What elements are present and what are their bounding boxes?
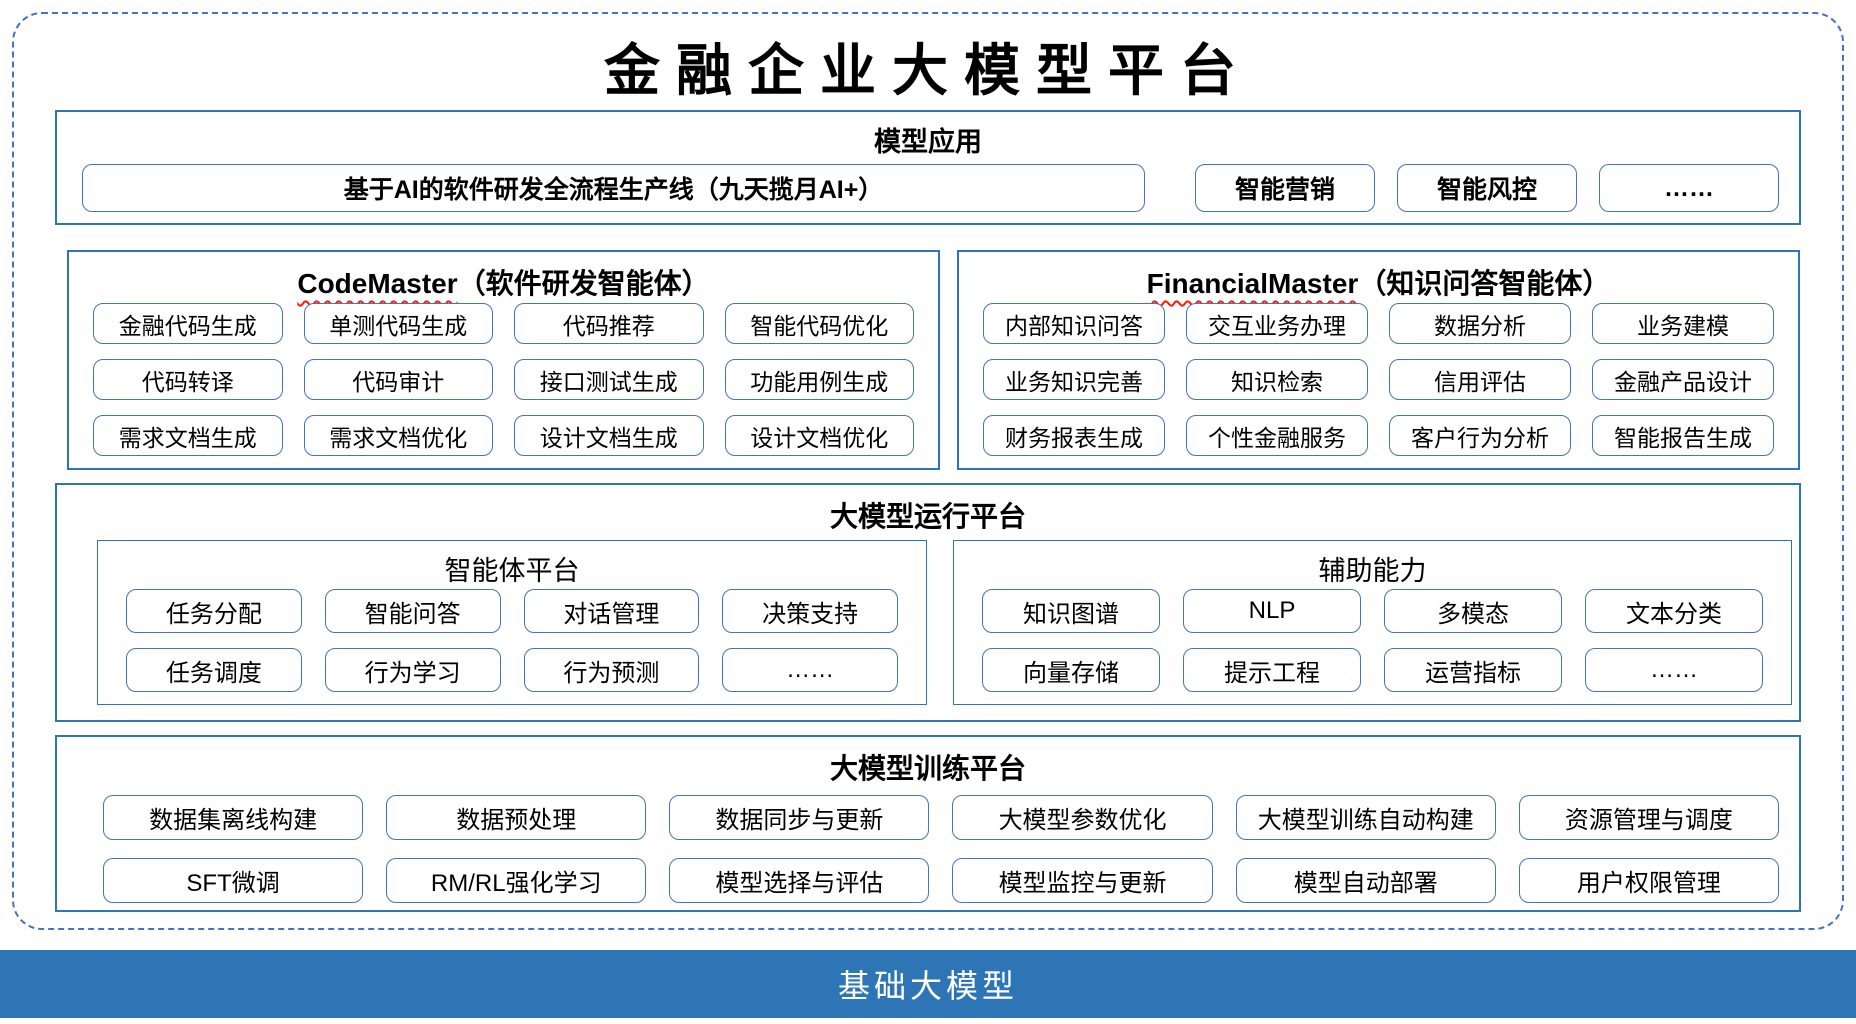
node-button: 数据分析 [1389,303,1571,344]
node-button: 用户权限管理 [1518,858,1779,903]
codemaster-subtitle: （软件研发智能体） [457,268,710,299]
node-button: 智能报告生成 [1592,415,1774,456]
node-button: 金融代码生成 [93,303,283,344]
node-button: 模型选择与评估 [669,858,930,903]
financialmaster-subtitle: （知识问答智能体） [1358,268,1611,299]
node-button: 需求文档优化 [303,415,493,456]
node-button: 决策支持 [722,589,898,633]
node-button: 数据集离线构建 [103,795,364,840]
node-button: 接口测试生成 [514,359,704,400]
subsection-agent-platform: 智能体平台 任务分配智能问答对话管理决策支持任务调度行为学习行为预测 …… [97,540,927,705]
node-button: 提示工程 [1183,648,1361,692]
section-training-platform: 大模型训练平台 数据集离线构建数据预处理数据同步与更新大模型参数优化大模型训练自… [55,735,1801,912]
node-button: 代码审计 [303,359,493,400]
section-header: FinancialMaster（知识问答智能体） [959,252,1798,299]
subsection-auxiliary-capabilities: 辅助能力 知识图谱 NLP 多模态文本分类向量存储提示工程运营指标 …… [953,540,1792,705]
agent-platform-nodes: 任务分配智能问答对话管理决策支持任务调度行为学习行为预测 …… [98,589,926,692]
node-ai-pipeline: 基于AI的软件研发全流程生产线（九天揽月AI+） [82,164,1145,212]
node-button: 代码推荐 [514,303,704,344]
node-button: 设计文档生成 [514,415,704,456]
node-button: 知识图谱 [982,589,1160,633]
node-button: 运营指标 [1384,648,1562,692]
node-button: 业务知识完善 [983,359,1165,400]
node-button: 任务调度 [126,648,302,692]
node-button: 大模型训练自动构建 [1235,795,1496,840]
section-runtime-platform: 大模型运行平台 智能体平台 任务分配智能问答对话管理决策支持任务调度行为学习行为… [55,483,1801,722]
subsection-header: 智能体平台 [444,556,580,586]
section-header: 模型应用 [874,127,982,157]
node-button: 代码转译 [93,359,283,400]
model-application-nodes: 智能营销智能风控 …… [1195,164,1779,212]
section-model-applications: 模型应用 基于AI的软件研发全流程生产线（九天揽月AI+） 智能营销智能风控 …… [55,110,1801,225]
node-button: 大模型参数优化 [952,795,1213,840]
node-button: …… [722,648,898,692]
node-button: 智能问答 [324,589,501,633]
section-header: 大模型训练平台 [829,753,1026,784]
node-button: 金融产品设计 [1592,359,1774,400]
node-button: 客户行为分析 [1389,415,1571,456]
node-button: 文本分类 [1585,589,1763,633]
node-button: 模型监控与更新 [952,858,1213,903]
node-button: 交互业务办理 [1186,303,1368,344]
section-header: 大模型运行平台 [829,501,1026,532]
node-button: 行为预测 [523,648,700,692]
base-model-bar: 基础大模型 [0,950,1856,1018]
node-button: …… [1599,164,1779,212]
section-codemaster-agent: CodeMaster（软件研发智能体） 金融代码生成单测代码生成代码推荐智能代码… [67,250,940,470]
node-button: 智能代码优化 [724,303,914,344]
financialmaster-nodes: 内部知识问答交互业务办理数据分析业务建模业务知识完善知识检索信用评估金融产品设计… [959,303,1798,456]
section-header: CodeMaster（软件研发智能体） [69,252,938,299]
training-platform-nodes: 数据集离线构建数据预处理数据同步与更新大模型参数优化大模型训练自动构建资源管理与… [57,795,1799,903]
node-button: 对话管理 [523,589,700,633]
node-button: 资源管理与调度 [1518,795,1779,840]
node-button: 模型自动部署 [1235,858,1496,903]
node-button: 向量存储 [982,648,1160,692]
base-model-label: 基础大模型 [837,968,1018,1004]
node-button: SFT微调 [103,858,364,903]
node-button: 任务分配 [126,589,302,633]
codemaster-label: CodeMaster [297,268,458,299]
section-financialmaster-agent: FinancialMaster（知识问答智能体） 内部知识问答交互业务办理数据分… [957,250,1800,470]
outer-dashed-frame [12,12,1844,930]
node-button: 数据同步与更新 [669,795,930,840]
node-button: 财务报表生成 [983,415,1165,456]
node-button: 设计文档优化 [724,415,914,456]
node-button: 行为学习 [324,648,501,692]
node-button: 需求文档生成 [93,415,283,456]
page-title: 金融企业大模型平台 [604,41,1252,103]
node-button: 业务建模 [1592,303,1774,344]
node-button: 智能营销 [1195,164,1375,212]
codemaster-nodes: 金融代码生成单测代码生成代码推荐智能代码优化代码转译代码审计接口测试生成功能用例… [69,303,938,456]
auxiliary-nodes: 知识图谱 NLP 多模态文本分类向量存储提示工程运营指标 …… [954,589,1791,692]
subsection-header: 辅助能力 [1318,556,1427,586]
financialmaster-label: FinancialMaster [1146,268,1359,299]
node-button: RM/RL强化学习 [386,858,647,903]
node-button: 信用评估 [1389,359,1571,400]
node-button: 智能风控 [1397,164,1577,212]
node-button: 功能用例生成 [724,359,914,400]
node-button: NLP [1183,589,1361,633]
node-button: 知识检索 [1186,359,1368,400]
node-button: 内部知识问答 [983,303,1165,344]
node-button: 多模态 [1384,589,1562,633]
node-button: 个性金融服务 [1186,415,1368,456]
node-button: 数据预处理 [386,795,647,840]
node-button: …… [1585,648,1763,692]
node-button: 单测代码生成 [303,303,493,344]
